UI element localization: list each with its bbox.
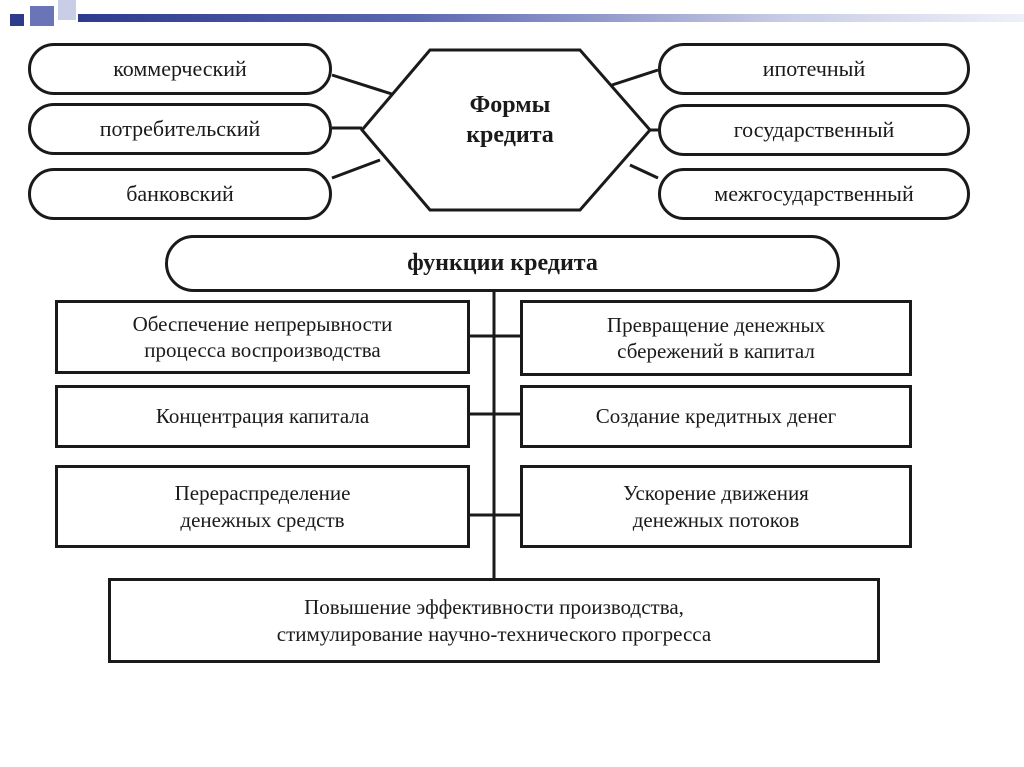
form-commercial: коммерческий xyxy=(28,43,332,95)
function-bottom: Повышение эффективности производства, ст… xyxy=(108,578,880,663)
function-right-2: Создание кредитных денег xyxy=(520,385,912,448)
header-gradient-line xyxy=(78,14,1024,22)
connector-right-1 xyxy=(611,68,659,87)
form-state: государственный xyxy=(658,104,970,156)
form-bank: банковский xyxy=(28,168,332,220)
connector-left-1 xyxy=(331,73,396,97)
function-left-3: Перераспределение денежных средств xyxy=(55,465,470,548)
forms-title: Формы кредита xyxy=(466,92,554,148)
form-interstate: межгосударственный xyxy=(658,168,970,220)
connector-right-3 xyxy=(629,163,659,180)
slide-header-bar xyxy=(0,0,1024,34)
function-left-1: Обеспечение непрерывности процесса воспр… xyxy=(55,300,470,374)
header-square-light xyxy=(58,0,76,20)
header-square-mid xyxy=(30,6,54,26)
forms-hexagon xyxy=(360,48,652,212)
connector-left-3 xyxy=(331,158,381,180)
form-consumer: потребительский xyxy=(28,103,332,155)
functions-title: функции кредита xyxy=(165,235,840,292)
form-mortgage: ипотечный xyxy=(658,43,970,95)
function-left-2: Концентрация капитала xyxy=(55,385,470,448)
function-right-3: Ускорение движения денежных потоков xyxy=(520,465,912,548)
header-square-dark xyxy=(10,14,24,26)
function-right-1: Превращение денежных сбережений в капита… xyxy=(520,300,912,376)
